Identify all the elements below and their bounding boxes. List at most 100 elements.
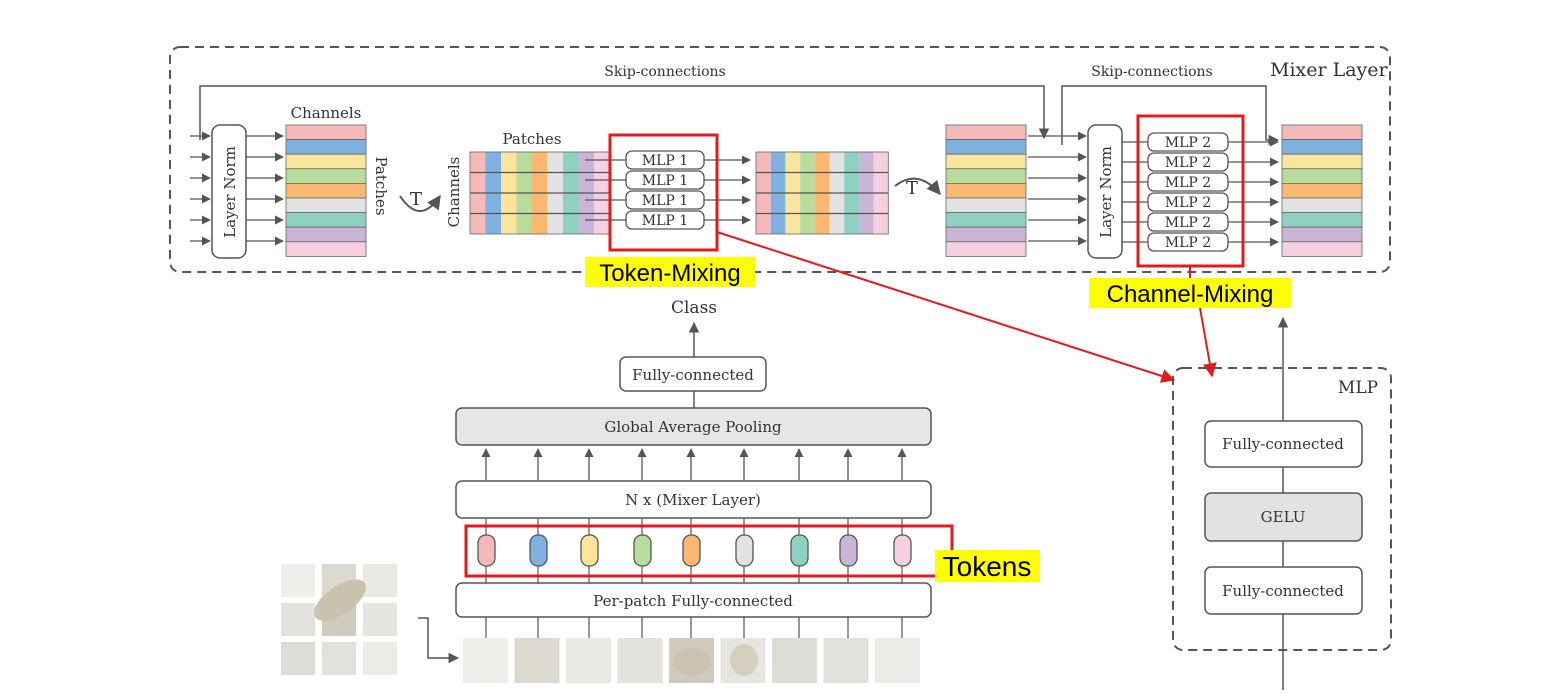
channels-label-vertical: Channels — [445, 157, 463, 228]
sequence-patch — [875, 638, 920, 683]
mlp1-label: MLP 1 — [642, 193, 688, 209]
object-blob — [674, 648, 710, 676]
stack-after-token-mixing — [755, 151, 889, 235]
layer-norm-1-inputs — [190, 131, 211, 246]
stack-row — [1281, 182, 1363, 199]
class-label: Class — [671, 298, 717, 318]
layer-norm-2-inputs — [1028, 131, 1087, 246]
layer-norm-2 — [1087, 124, 1123, 259]
stack-row — [1281, 168, 1363, 184]
mlp1-label: MLP 1 — [642, 153, 688, 169]
mlp2-label: MLP 2 — [1165, 195, 1211, 211]
object-blob — [730, 644, 758, 676]
transpose-label-2: T — [906, 178, 918, 199]
stack-row — [285, 139, 367, 155]
channels-label: Channels — [291, 104, 362, 122]
mlp-fc-top-label: Fully-connected — [1222, 435, 1344, 453]
image-patch — [363, 603, 397, 636]
stack-row — [285, 153, 367, 170]
layer-norm-1 — [211, 124, 247, 259]
stack-row — [285, 241, 367, 257]
object-blob — [314, 579, 366, 621]
patches-label: Patches — [502, 130, 561, 148]
mlp2-label: MLP 2 — [1165, 215, 1211, 231]
global-average-pooling — [455, 407, 932, 446]
stack-row — [945, 212, 1027, 228]
token-pill — [839, 534, 858, 567]
mlp-block-title: MLP — [1338, 378, 1378, 398]
stack-row — [1281, 139, 1363, 155]
sequence-patch — [566, 638, 611, 683]
token-pills — [477, 518, 912, 638]
stack-row — [1281, 124, 1363, 141]
stack-row — [285, 124, 367, 141]
sequence-patch — [514, 638, 560, 683]
layer-norm-1-label: Layer Norm — [221, 146, 239, 238]
sequence-patch — [772, 638, 817, 683]
token-pill — [633, 534, 652, 567]
mlp-block-frame — [1172, 367, 1392, 651]
sequence-patch — [823, 638, 869, 683]
stack-row — [945, 124, 1027, 141]
transpose-arrow-1 — [399, 194, 441, 212]
token-pill — [790, 534, 809, 567]
mlp-fc-bottom-label: Fully-connected — [1222, 582, 1344, 600]
mlp-fc-bottom — [1204, 566, 1363, 615]
mlp2-label: MLP 2 — [1165, 175, 1211, 191]
token-mixing-label-bg — [585, 257, 755, 287]
layer-norm-2-label: Layer Norm — [1097, 146, 1115, 238]
stack-row — [1281, 212, 1363, 228]
token-pill — [477, 534, 496, 567]
mlp-gelu — [1204, 492, 1363, 542]
mlp2-label: MLP 2 — [1165, 235, 1211, 251]
stack-row — [285, 182, 367, 199]
mlp1-label: MLP 1 — [642, 213, 688, 229]
stack-output — [1281, 124, 1363, 257]
skip-label-2: Skip-connections — [1091, 64, 1212, 80]
token-pill — [735, 534, 754, 567]
image-patch — [322, 642, 356, 675]
stack-row — [945, 226, 1027, 243]
mixer-layer-frame — [169, 46, 1391, 273]
image-patch — [363, 642, 397, 675]
per-patch-fully-connected — [455, 582, 932, 618]
mixer-layer-title: Mixer Layer — [1270, 59, 1389, 81]
transpose-arrow-2 — [894, 177, 941, 196]
channel-mixing-label-bg — [1089, 278, 1291, 308]
stack-row — [945, 139, 1027, 155]
token-pill — [580, 534, 599, 567]
token-mixing-highlight — [608, 133, 719, 252]
stack-row — [1281, 197, 1363, 214]
token-mixing-label: Token-Mixing — [599, 260, 740, 287]
n-mixer-layers — [455, 480, 932, 519]
sequence-patch — [617, 638, 663, 683]
stack-row — [945, 153, 1027, 170]
layer-norm-1-outputs — [246, 131, 284, 246]
mlp-fc-top — [1204, 420, 1363, 468]
token-pill — [682, 534, 701, 567]
stack-transposed-back — [945, 124, 1027, 257]
stack-row — [945, 197, 1027, 214]
stack-patches-by-channels — [285, 124, 367, 257]
stack-row — [945, 241, 1027, 257]
flattened-patch-sequence — [463, 638, 920, 683]
image-patch — [281, 642, 315, 675]
stack-row — [285, 226, 367, 243]
stack-channels-by-patches — [469, 151, 610, 235]
stack-row — [285, 212, 367, 228]
mlp2-label: MLP 2 — [1165, 155, 1211, 171]
image-patch — [281, 564, 315, 597]
transpose-label-1: T — [410, 189, 422, 210]
stack-outline — [755, 151, 889, 235]
tokens-label: Tokens — [943, 551, 1032, 582]
token-mixing-connector — [716, 231, 1176, 383]
image-patch — [363, 564, 397, 597]
fully-connected-head — [619, 356, 767, 392]
channel-mixing-connector — [1199, 307, 1217, 378]
stack-row — [285, 168, 367, 184]
skip-connection-1 — [199, 85, 1050, 140]
fully-connected-head-label: Fully-connected — [632, 366, 754, 384]
stack-row — [945, 168, 1027, 184]
